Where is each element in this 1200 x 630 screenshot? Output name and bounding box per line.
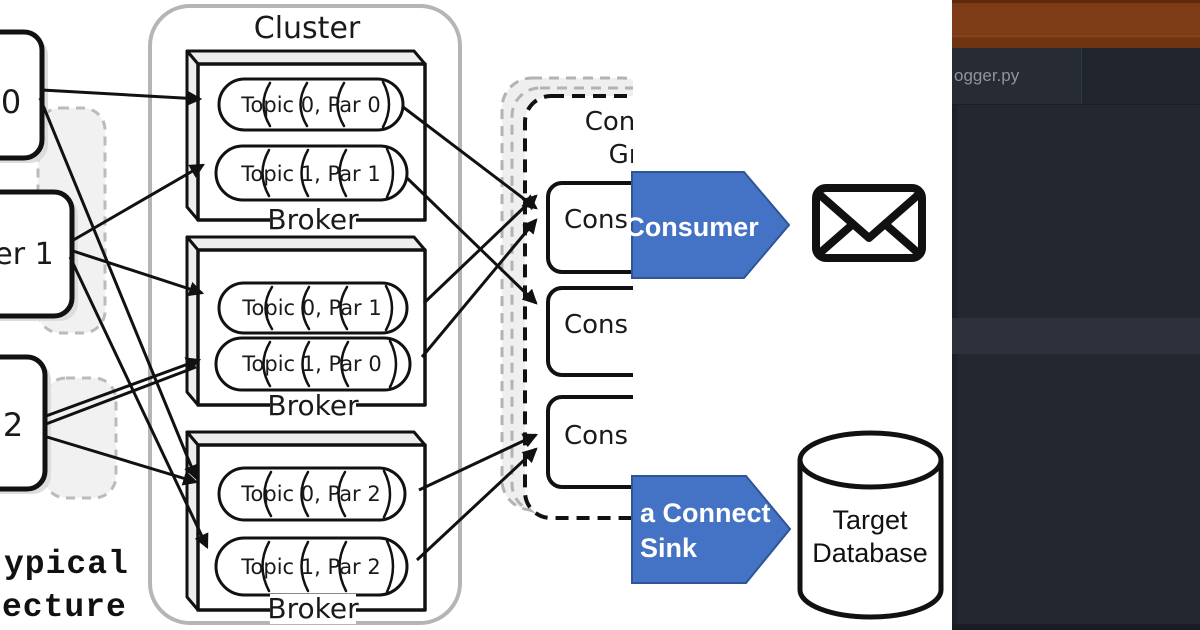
topic-label: Topic 0, Par 2	[240, 482, 380, 506]
mail-icon	[812, 184, 926, 262]
broker-label: Broker	[267, 389, 359, 422]
editor-tab-label: ogger.py	[954, 66, 1020, 85]
broker-box-1: Topic 0, Par 0 Topic 1, Par 1 Broker	[185, 49, 427, 236]
consumer-arrow-shape	[631, 171, 791, 279]
consumer-box-2	[546, 286, 633, 377]
topic-cylinder: Topic 1, Par 0	[214, 336, 412, 392]
topic-label: Topic 1, Par 2	[240, 555, 380, 579]
topic-cylinder: Topic 0, Par 0	[217, 77, 405, 132]
broker-label: Broker	[267, 592, 359, 625]
consumer-box-3	[546, 395, 633, 489]
producer-label: er 1	[0, 237, 54, 272]
topic-cylinder: Topic 1, Par 1	[214, 144, 409, 202]
topic-label: Topic 0, Par 1	[241, 296, 381, 320]
connect-sink-annotation-arrow: a Connect Sink	[631, 475, 792, 584]
editor-bottom-strip	[952, 624, 1200, 630]
producer-box-0	[0, 29, 45, 161]
kafka-architecture-diagram: Cluster Topic 0, Par 0 Topic 1, Par 1	[0, 4, 944, 626]
topic-cylinder: Topic 1, Par 2	[214, 536, 409, 597]
target-db-line1: Target	[832, 505, 908, 535]
connect-arrow-line1: a Connect	[640, 498, 771, 528]
consumer-group: Con Gr Cons Cons Cons	[500, 76, 640, 520]
connect-arrow-line2: Sink	[640, 533, 698, 563]
consumer-arrows	[402, 105, 539, 562]
consumer-annotation-arrow: Consumer	[625, 171, 791, 279]
editor-left-gutter	[952, 105, 957, 630]
producer-boxes: 0 er 1 2	[0, 29, 78, 494]
code-editor-panel: ogger.py	[952, 0, 1200, 630]
broker-box-2: Topic 0, Par 1 Topic 1, Par 0 Broker	[185, 235, 427, 422]
broker-box-3: Topic 0, Par 2 Topic 1, Par 2 Broker	[185, 430, 427, 625]
broker-label: Broker	[267, 203, 359, 236]
consumer-box-1	[546, 181, 633, 274]
topic-label: Topic 0, Par 0	[240, 93, 380, 117]
topic-cylinder: Topic 0, Par 2	[217, 466, 407, 522]
editor-highlight-band	[952, 318, 1200, 354]
producer-box-1	[0, 189, 75, 319]
consumer-label: Cons	[564, 310, 628, 340]
consumer-group-title-line2: Gr	[609, 140, 640, 170]
consumer-label: Cons	[564, 205, 628, 235]
editor-tab-bar: ogger.py	[952, 48, 1200, 105]
topic-label: Topic 1, Par 0	[241, 352, 381, 376]
topic-label: Topic 1, Par 1	[240, 162, 380, 186]
consumer-label: Cons	[564, 421, 628, 451]
editor-code-area[interactable]	[952, 105, 1200, 630]
cluster-title: Cluster	[254, 11, 361, 46]
producer-arrows	[38, 88, 209, 550]
producer-box-2	[0, 354, 48, 492]
caption-line1: ypical	[4, 546, 129, 583]
editor-file-tab[interactable]: ogger.py	[952, 48, 1082, 104]
target-db-line2: Database	[812, 538, 928, 568]
diagram-clip-group: Cluster Topic 0, Par 0 Topic 1, Par 1	[0, 4, 640, 626]
caption-line2: ecture	[2, 589, 127, 626]
producer-label: 2	[3, 406, 23, 444]
connect-sink-arrow-shape	[631, 475, 792, 584]
target-database-cylinder: Target Database	[797, 430, 944, 620]
producer-label: 0	[1, 83, 21, 121]
consumer-group-title-line1: Con	[585, 107, 636, 137]
consumer-arrow-label: Consumer	[625, 212, 759, 242]
editor-title-bar	[952, 0, 1200, 48]
topic-cylinder: Topic 0, Par 1	[217, 281, 409, 335]
